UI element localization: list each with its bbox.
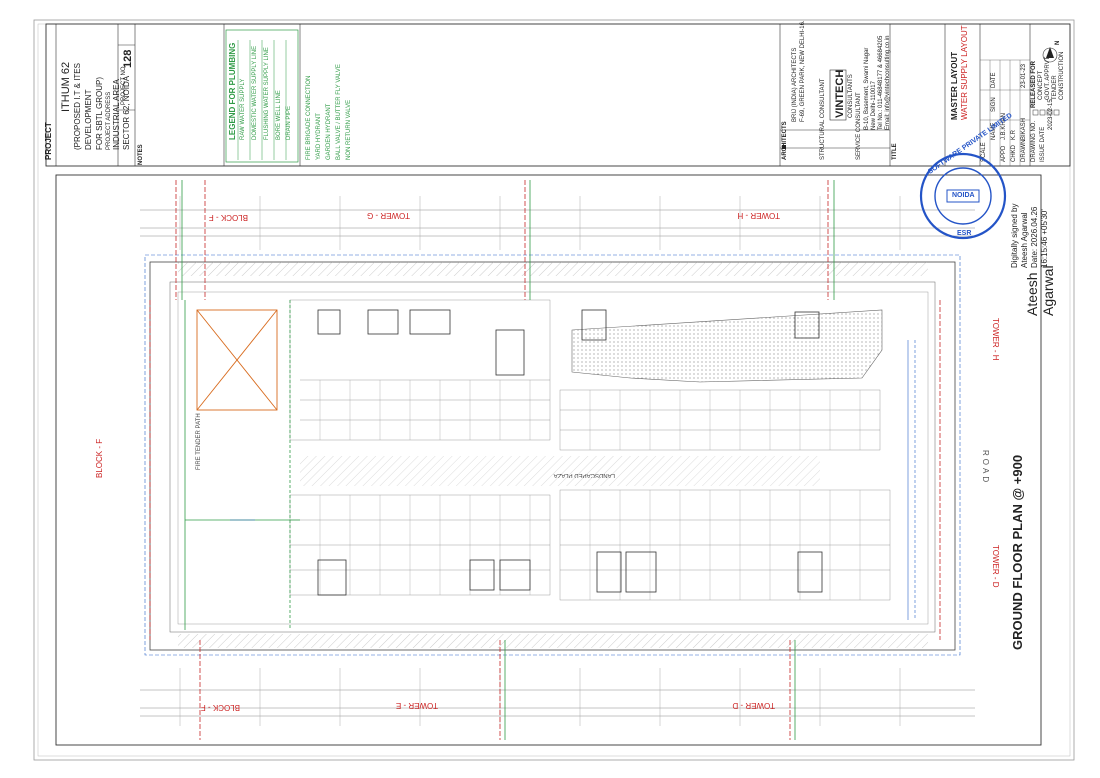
title-main: MASTER LAYOUT xyxy=(950,51,959,120)
signature-name-1: Ateesh xyxy=(1024,272,1040,316)
drawn-label: DRAWN xyxy=(1021,139,1027,162)
release-construction: CONSTRUCTION xyxy=(1059,51,1065,100)
block-f-bottom-label: BLOCK - F xyxy=(200,703,240,712)
stamp-text-3: ESR xyxy=(957,230,972,237)
signature-digi-1: Digitally signed by xyxy=(1010,203,1019,268)
signature-name-2: Agarwal xyxy=(1040,265,1056,316)
plan-title: GROUND FLOOR PLAN @ +900 xyxy=(1010,454,1025,650)
architect-name: BRIJ (INDIA) ARCHITECTS xyxy=(792,47,798,122)
green-pipelines xyxy=(181,180,835,740)
road-label: ROAD xyxy=(981,450,990,486)
central-plaza-hatch xyxy=(300,456,820,486)
signature-digi-3: Date: 2026.04.26 xyxy=(1030,206,1039,268)
project-desc-3: FOR SBTL GROUP) xyxy=(95,76,104,150)
north-label: N xyxy=(1055,40,1061,45)
release-tender: TENDER xyxy=(1052,75,1058,100)
sheet-outer-border xyxy=(33,19,1075,761)
tower-band-bottom xyxy=(140,668,975,726)
legend-item-2: FLUSHING WATER SUPPLY LINE xyxy=(264,47,270,140)
project-desc-1: (PROPOSED I.T & ITES xyxy=(73,63,82,150)
tower-e-label: TOWER - E xyxy=(395,701,438,710)
north-arrow-icon xyxy=(1042,47,1058,63)
vintech-logo-box xyxy=(829,69,847,121)
vintech-name: VINTECH xyxy=(834,69,846,118)
signature-digi-4: 16:15:46 +05'30' xyxy=(1040,209,1049,268)
title-label: TITLE xyxy=(892,143,898,160)
red-pipelines xyxy=(149,180,941,740)
tower-g-label: TOWER - G xyxy=(367,211,410,220)
released-for-label: RELEASED FOR xyxy=(1031,60,1037,108)
stamp-text-2: NOIDA xyxy=(952,192,975,199)
legend-item-7: GARDEN HYDRANT xyxy=(326,103,332,160)
drawn-date: 23-01-23 xyxy=(1021,63,1027,88)
checked-label: CHKD xyxy=(1011,144,1017,162)
sign-col: SIGN xyxy=(991,97,997,112)
project-label: PROJECT xyxy=(44,122,53,160)
legend-item-5: FIRE BRIGADE CONNECTION xyxy=(306,75,312,160)
date-col: DATE xyxy=(991,72,997,88)
legend-title: LEGEND FOR PLUMBING xyxy=(228,42,237,140)
release-govt: GOVT. APPRVT xyxy=(1045,56,1051,100)
release-concept: CONCEPT xyxy=(1038,70,1044,100)
title-block xyxy=(45,23,1071,167)
fire-tender-path-top xyxy=(178,262,928,276)
project-address-1: INDUSTRIAL AREA xyxy=(112,79,121,150)
firm-addr-1: B-10, Basement, Swami Nagar xyxy=(864,47,870,130)
drawing-frame xyxy=(55,174,1042,746)
block-f-top-label: BLOCK - F xyxy=(208,213,248,222)
tower-d-bottom-label: TOWER - D xyxy=(732,701,775,710)
legend-item-6: YARD HYDRANT xyxy=(316,113,322,160)
architects-label: ARCHITECTS xyxy=(782,121,788,160)
notes-label: NOTES xyxy=(138,144,144,165)
legend-item-8: BALL VALVE / BUTTER FLY VALVE xyxy=(336,64,342,160)
signature-digi-2: Ateesh Agarwal xyxy=(1020,212,1029,268)
legend-item-3: BORE WELL LINE xyxy=(276,90,282,140)
legend-item-9: NON RETURN VALVE xyxy=(346,99,352,160)
structural-label: STRUCTURAL CONSULTANT xyxy=(820,78,826,160)
drawn-name: BIKASH xyxy=(1021,117,1027,140)
project-no-label: PROJECT NO. xyxy=(121,64,127,105)
orange-plant-room xyxy=(196,309,278,411)
vintech-sub: CONSULTANTS xyxy=(848,74,854,118)
architect-addr: F-69, GREEN PARK, NEW DELHI-16. xyxy=(800,20,806,122)
legend-item-1: DOMESTIC WATER SUPPLY LINE xyxy=(252,45,258,140)
fire-tender-label: FIRE TENDER PATH xyxy=(196,413,202,470)
building-cores xyxy=(317,309,823,596)
tower-d-right-label: TOWER - D xyxy=(991,545,1000,588)
title-sub: WATER SUPPLY LAYOUT xyxy=(960,25,969,120)
issue-date: 2023-02-15 xyxy=(1048,99,1054,130)
parking-grid xyxy=(289,299,891,601)
service-label: SERVICE CONSULTANT xyxy=(856,92,862,160)
tower-h-top-label: TOWER - H xyxy=(737,211,780,220)
blue-pipelines xyxy=(230,340,916,620)
checked-name: K.R xyxy=(1011,129,1017,140)
fire-tender-path-bottom xyxy=(178,634,928,648)
block-f-left-label: BLOCK - F xyxy=(95,438,104,478)
project-name: ITHUM 62 xyxy=(60,61,72,112)
firm-addr-2: New Delhi-110017 xyxy=(871,81,877,130)
firm-email: Email: info@vintechconsulting.co.in xyxy=(885,35,891,130)
stamp-seal-icon xyxy=(919,152,1007,240)
project-desc-2: DEVELOPMENT xyxy=(84,89,93,150)
plaza-label: LANDSCAPED PLAZA xyxy=(553,472,615,478)
legend-item-0: RAW WATER SUPPLY xyxy=(240,78,246,140)
drawing-no-label: DRAWING NO. xyxy=(1031,120,1037,162)
project-no: 128 xyxy=(122,49,134,68)
issue-date-label: ISSUE DATE xyxy=(1040,126,1046,162)
legend-item-4: DRAIN PIPE xyxy=(286,105,292,140)
company-stamp: SOFTWARE PRIVATE LIMITED NOIDA ESR xyxy=(917,112,1014,242)
stippled-landscape-zone xyxy=(571,309,883,383)
firm-tel: Tel No.: 011-46848177 & 46684205 xyxy=(878,35,884,130)
tower-band-top xyxy=(140,196,975,250)
tower-h-right-label: TOWER - H xyxy=(991,318,1000,361)
